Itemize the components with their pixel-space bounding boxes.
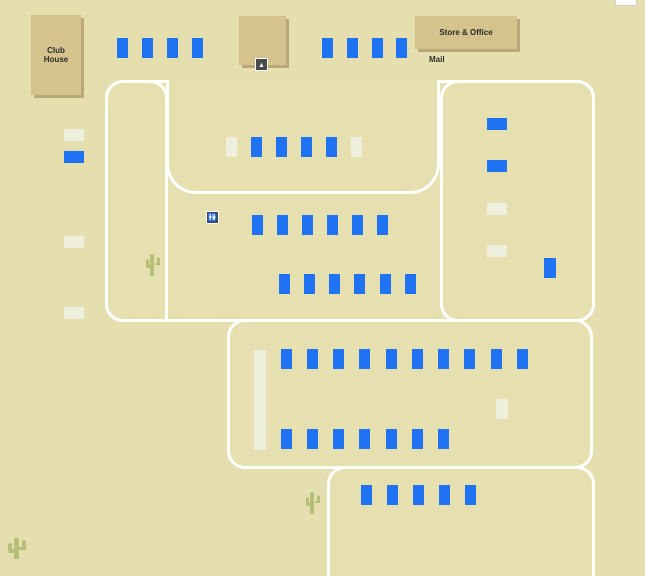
campground-map: Club House Store & Office Mail ▴ 🚻: [8, 0, 637, 576]
campsite[interactable]: [438, 429, 449, 449]
store-office-building[interactable]: Store & Office: [415, 16, 517, 49]
campsite-unavailable: [487, 203, 507, 215]
campsite[interactable]: [405, 274, 416, 294]
club-house-building[interactable]: Club House: [31, 15, 81, 95]
cactus-icon: [306, 492, 320, 514]
cactus-icon: [8, 537, 26, 559]
mail-label: Mail: [429, 55, 445, 64]
campsite[interactable]: [465, 485, 476, 505]
campsite[interactable]: [333, 429, 344, 449]
campsite[interactable]: [487, 118, 507, 130]
campsite[interactable]: [307, 429, 318, 449]
cactus-icon: [146, 254, 160, 276]
facility-building[interactable]: [239, 16, 286, 65]
campsite[interactable]: [192, 38, 203, 58]
store-office-label: Store & Office: [439, 28, 493, 37]
campsite[interactable]: [307, 349, 318, 369]
campsite[interactable]: [277, 215, 288, 235]
campsite[interactable]: [438, 349, 449, 369]
campsite[interactable]: [439, 485, 450, 505]
campsite[interactable]: [517, 349, 528, 369]
campsite[interactable]: [333, 349, 344, 369]
campsite[interactable]: [276, 137, 287, 157]
campsite[interactable]: [329, 274, 340, 294]
campsite[interactable]: [413, 485, 424, 505]
campsite[interactable]: [412, 429, 423, 449]
campsite[interactable]: [117, 38, 128, 58]
campsite[interactable]: [377, 215, 388, 235]
road-loop-south: [327, 466, 595, 576]
campsite[interactable]: [167, 38, 178, 58]
campsite[interactable]: [322, 38, 333, 58]
campsite-unavailable: [226, 137, 237, 157]
campsite[interactable]: [491, 349, 502, 369]
campsite-unavailable: [351, 137, 362, 157]
campsite[interactable]: [396, 38, 407, 58]
road-loop-east: [440, 80, 595, 322]
campsite[interactable]: [281, 429, 292, 449]
campsite[interactable]: [251, 137, 262, 157]
restroom-icon[interactable]: 🚻: [206, 211, 219, 224]
map-control-button[interactable]: [615, 0, 637, 6]
campsite[interactable]: [372, 38, 383, 58]
campsite-unavailable: [496, 399, 508, 419]
campsite[interactable]: [487, 160, 507, 172]
campsite[interactable]: [301, 137, 312, 157]
campsite[interactable]: [412, 349, 423, 369]
campsite[interactable]: [252, 215, 263, 235]
campsite-unavailable: [64, 236, 84, 248]
campsite-unavailable: [64, 307, 84, 319]
campsite[interactable]: [359, 429, 370, 449]
club-house-label: Club House: [43, 46, 69, 64]
campsite[interactable]: [327, 215, 338, 235]
campsite[interactable]: [386, 349, 397, 369]
campsite-unavailable: [487, 245, 507, 257]
campsite[interactable]: [387, 485, 398, 505]
mailbox-icon[interactable]: ▴: [255, 58, 268, 71]
campsite[interactable]: [142, 38, 153, 58]
campsite[interactable]: [302, 215, 313, 235]
campsite-unavailable: [254, 350, 266, 450]
campsite[interactable]: [380, 274, 391, 294]
campsite[interactable]: [386, 429, 397, 449]
campsite[interactable]: [464, 349, 475, 369]
campsite[interactable]: [361, 485, 372, 505]
campsite[interactable]: [352, 215, 363, 235]
campsite[interactable]: [347, 38, 358, 58]
campsite[interactable]: [281, 349, 292, 369]
campsite[interactable]: [359, 349, 370, 369]
campsite[interactable]: [354, 274, 365, 294]
road-west-spur: [105, 80, 168, 322]
campsite[interactable]: [279, 274, 290, 294]
campsite[interactable]: [544, 258, 556, 278]
campsite[interactable]: [64, 151, 84, 163]
campsite[interactable]: [326, 137, 337, 157]
campsite[interactable]: [304, 274, 315, 294]
campsite-unavailable: [64, 129, 84, 141]
